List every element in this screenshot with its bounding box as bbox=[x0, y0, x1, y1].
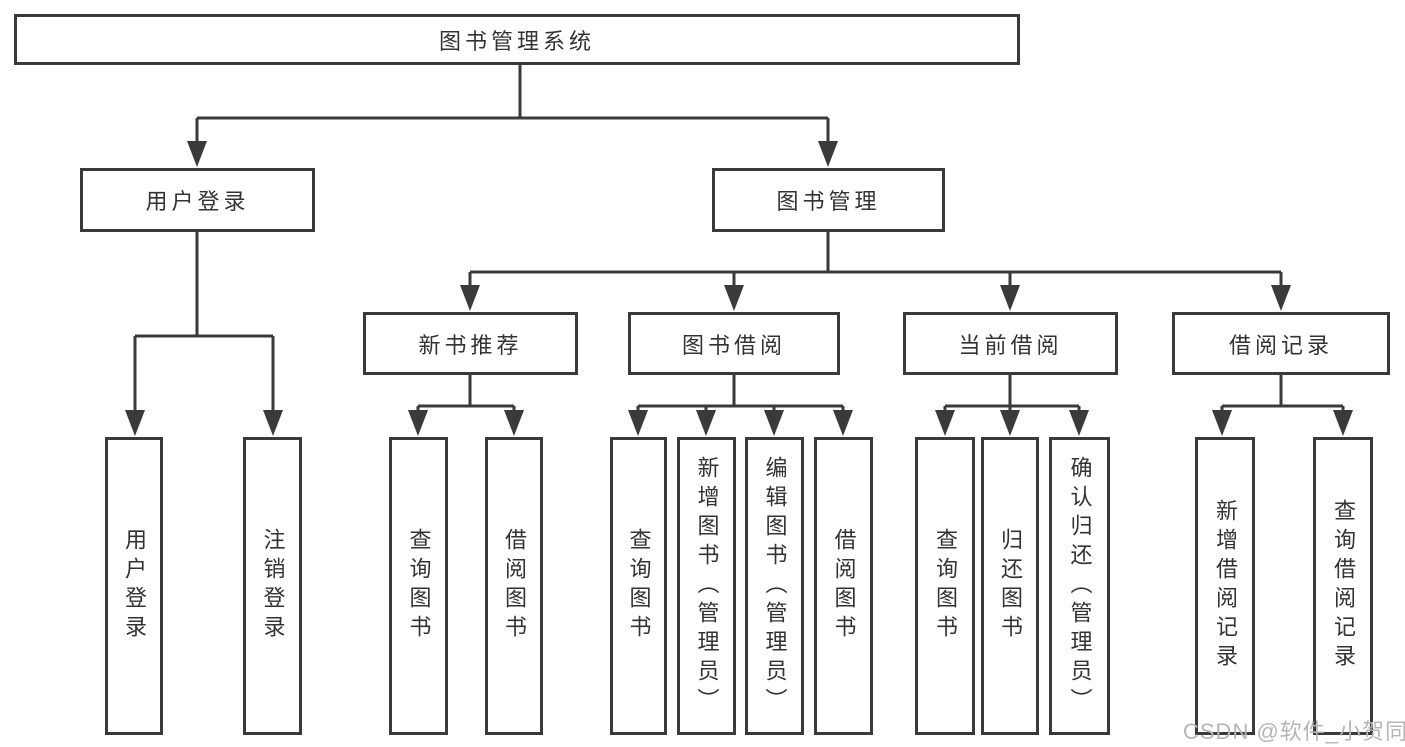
leaf-query-books-borrow: 查询图书 bbox=[610, 437, 667, 735]
leaf-edit-books-admin: 编辑图书（管理员） bbox=[745, 437, 804, 735]
csdn-watermark: CSDN @软件_小贺同学 bbox=[1183, 719, 1405, 744]
leaf-add-books-admin: 新增图书（管理员） bbox=[677, 437, 736, 735]
leaf-query-borrow-record: 查询借阅记录 bbox=[1313, 437, 1373, 735]
leaf-user-login-label: 用户登录 bbox=[122, 528, 147, 644]
leaf-query-books-borrow-label: 查询图书 bbox=[626, 528, 652, 644]
leaf-confirm-return-admin: 确认归还（管理员） bbox=[1049, 437, 1110, 735]
node-new-book-recommend: 新书推荐 bbox=[363, 312, 578, 375]
node-new-book-recommend-label: 新书推荐 bbox=[418, 332, 523, 358]
node-user-login-label: 用户登录 bbox=[145, 189, 250, 214]
leaf-return-books: 归还图书 bbox=[981, 437, 1039, 735]
leaf-logout-label: 注销登录 bbox=[260, 528, 286, 644]
node-user-login: 用户登录 bbox=[80, 168, 315, 232]
node-borrow-records: 借阅记录 bbox=[1172, 312, 1390, 375]
leaf-query-borrow-record-label: 查询借阅记录 bbox=[1331, 499, 1356, 673]
leaf-add-borrow-record: 新增借阅记录 bbox=[1195, 437, 1255, 735]
leaf-borrow-books: 借阅图书 bbox=[814, 437, 873, 735]
leaf-query-books-current-label: 查询图书 bbox=[933, 528, 958, 644]
leaf-add-borrow-record-label: 新增借阅记录 bbox=[1213, 499, 1238, 673]
node-current-borrow: 当前借阅 bbox=[903, 312, 1118, 375]
node-book-borrow-label: 图书借阅 bbox=[681, 332, 786, 358]
leaf-query-books-recommend-label: 查询图书 bbox=[406, 528, 432, 644]
leaf-return-books-label: 归还图书 bbox=[998, 528, 1023, 644]
leaf-borrow-books-recommend: 借阅图书 bbox=[485, 437, 543, 735]
node-current-borrow-label: 当前借阅 bbox=[958, 332, 1063, 358]
leaf-query-books-current: 查询图书 bbox=[915, 437, 975, 735]
leaf-user-login: 用户登录 bbox=[105, 437, 163, 735]
node-book-borrow: 图书借阅 bbox=[628, 312, 840, 375]
leaf-confirm-return-admin-label: 确认归还（管理员） bbox=[1067, 455, 1093, 717]
leaf-query-books-recommend: 查询图书 bbox=[389, 437, 448, 735]
node-book-management-label: 图书管理 bbox=[776, 189, 881, 214]
leaf-logout: 注销登录 bbox=[243, 437, 302, 735]
leaf-add-books-admin-label: 新增图书（管理员） bbox=[694, 455, 720, 717]
node-root-system: 图书管理系统 bbox=[14, 14, 1020, 65]
node-book-management: 图书管理 bbox=[712, 168, 945, 232]
node-root-system-label: 图书管理系统 bbox=[438, 28, 595, 54]
node-borrow-records-label: 借阅记录 bbox=[1228, 332, 1333, 358]
leaf-edit-books-admin-label: 编辑图书（管理员） bbox=[762, 455, 788, 717]
leaf-borrow-books-label: 借阅图书 bbox=[831, 528, 857, 644]
leaf-borrow-books-recommend-label: 借阅图书 bbox=[502, 528, 527, 644]
